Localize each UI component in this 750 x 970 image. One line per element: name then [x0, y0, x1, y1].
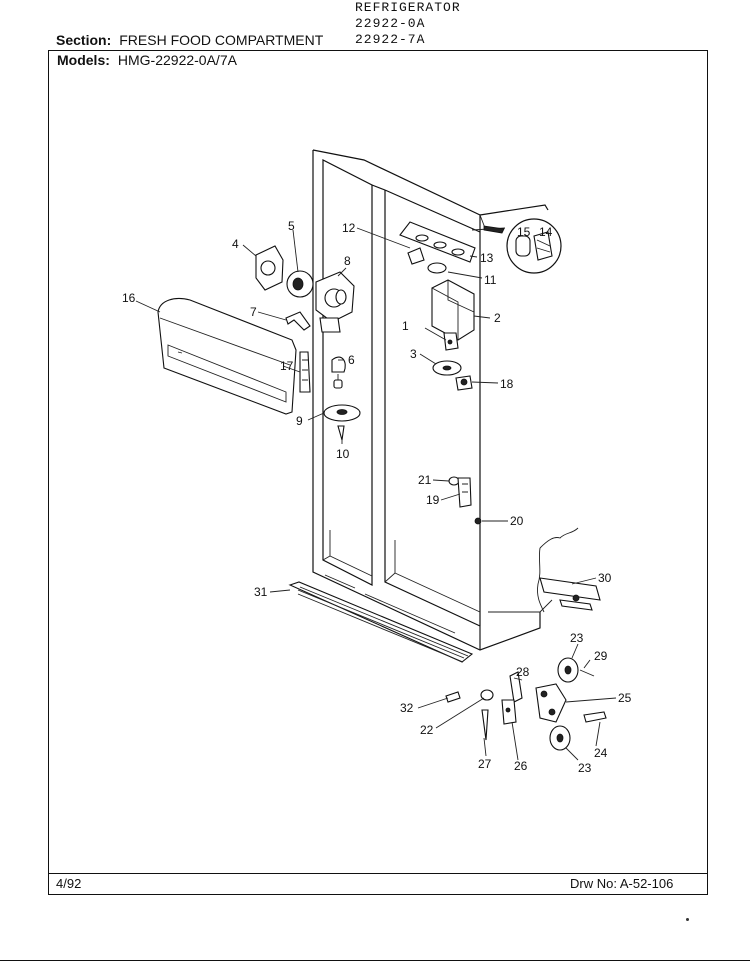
- callout-22: 22: [420, 723, 434, 737]
- section-value: FRESH FOOD COMPARTMENT: [119, 32, 324, 48]
- section-row: Section: FRESH FOOD COMPARTMENT: [56, 32, 323, 48]
- callout-5: 5: [288, 219, 295, 233]
- models-row: Models: HMG-22922-0A/7A: [57, 52, 237, 68]
- callout-25: 25: [618, 691, 632, 705]
- model-number-a: 22922-0A: [355, 16, 426, 31]
- model-number-b: 22922-7A: [355, 32, 426, 47]
- callout-11: 11: [484, 273, 497, 287]
- part-30-bracket: [537, 527, 601, 613]
- callout-6: 6: [348, 353, 355, 367]
- housing-assembly: [255, 245, 355, 333]
- callout-28: 28: [516, 665, 530, 679]
- callout-27: 27: [478, 757, 492, 771]
- callout-14: 14: [539, 225, 553, 239]
- bottom-rule: [0, 960, 750, 961]
- callout-16: 16: [122, 291, 136, 305]
- part-2-cover: [431, 279, 475, 341]
- callout-8: 8: [344, 254, 351, 268]
- callout-2: 2: [494, 311, 501, 325]
- models-value: HMG-22922-0A/7A: [117, 52, 237, 68]
- parts-6-7-9-10-17: [285, 311, 361, 441]
- callout-29: 29: [594, 649, 608, 663]
- callout-23-upper: 23: [570, 631, 584, 645]
- callout-26: 26: [514, 759, 528, 773]
- part-31-grille: [288, 581, 474, 663]
- callout-24: 24: [594, 746, 608, 760]
- callout-4: 4: [232, 237, 239, 251]
- cabinet-liner: [312, 149, 553, 651]
- cabinet-top-parts: [399, 218, 562, 274]
- callout-9: 9: [296, 414, 303, 428]
- hinge-parts: [445, 657, 607, 751]
- callout-32: 32: [400, 701, 414, 715]
- callout-7: 7: [250, 305, 257, 319]
- callout-19: 19: [426, 493, 440, 507]
- product-title: REFRIGERATOR: [355, 0, 461, 15]
- callout-23-lower: 23: [578, 761, 592, 775]
- callout-21: 21: [418, 473, 432, 487]
- callout-10: 10: [336, 447, 350, 461]
- callout-17: 17: [280, 359, 294, 373]
- callout-15: 15: [517, 225, 531, 239]
- callout-18: 18: [500, 377, 514, 391]
- part-16-shield: [157, 297, 297, 415]
- callout-1: 1: [402, 319, 409, 333]
- parts-1-3-18: [432, 332, 473, 391]
- callout-3: 3: [410, 347, 417, 361]
- callout-20: 20: [510, 514, 524, 528]
- callout-31: 31: [254, 585, 268, 599]
- section-label: Section:: [56, 32, 112, 48]
- footer-divider: [48, 873, 708, 874]
- callout-12: 12: [342, 221, 356, 235]
- drawing-frame: [48, 50, 708, 895]
- models-label: Models:: [57, 52, 110, 68]
- drawing-number: Drw No: A-52-106: [570, 876, 674, 891]
- scan-speck: [686, 918, 689, 921]
- parts-19-21: [448, 476, 482, 525]
- revision-date: 4/92: [56, 876, 82, 891]
- leader-lines: [135, 227, 617, 761]
- callout-30: 30: [598, 571, 612, 585]
- callout-13: 13: [480, 251, 494, 265]
